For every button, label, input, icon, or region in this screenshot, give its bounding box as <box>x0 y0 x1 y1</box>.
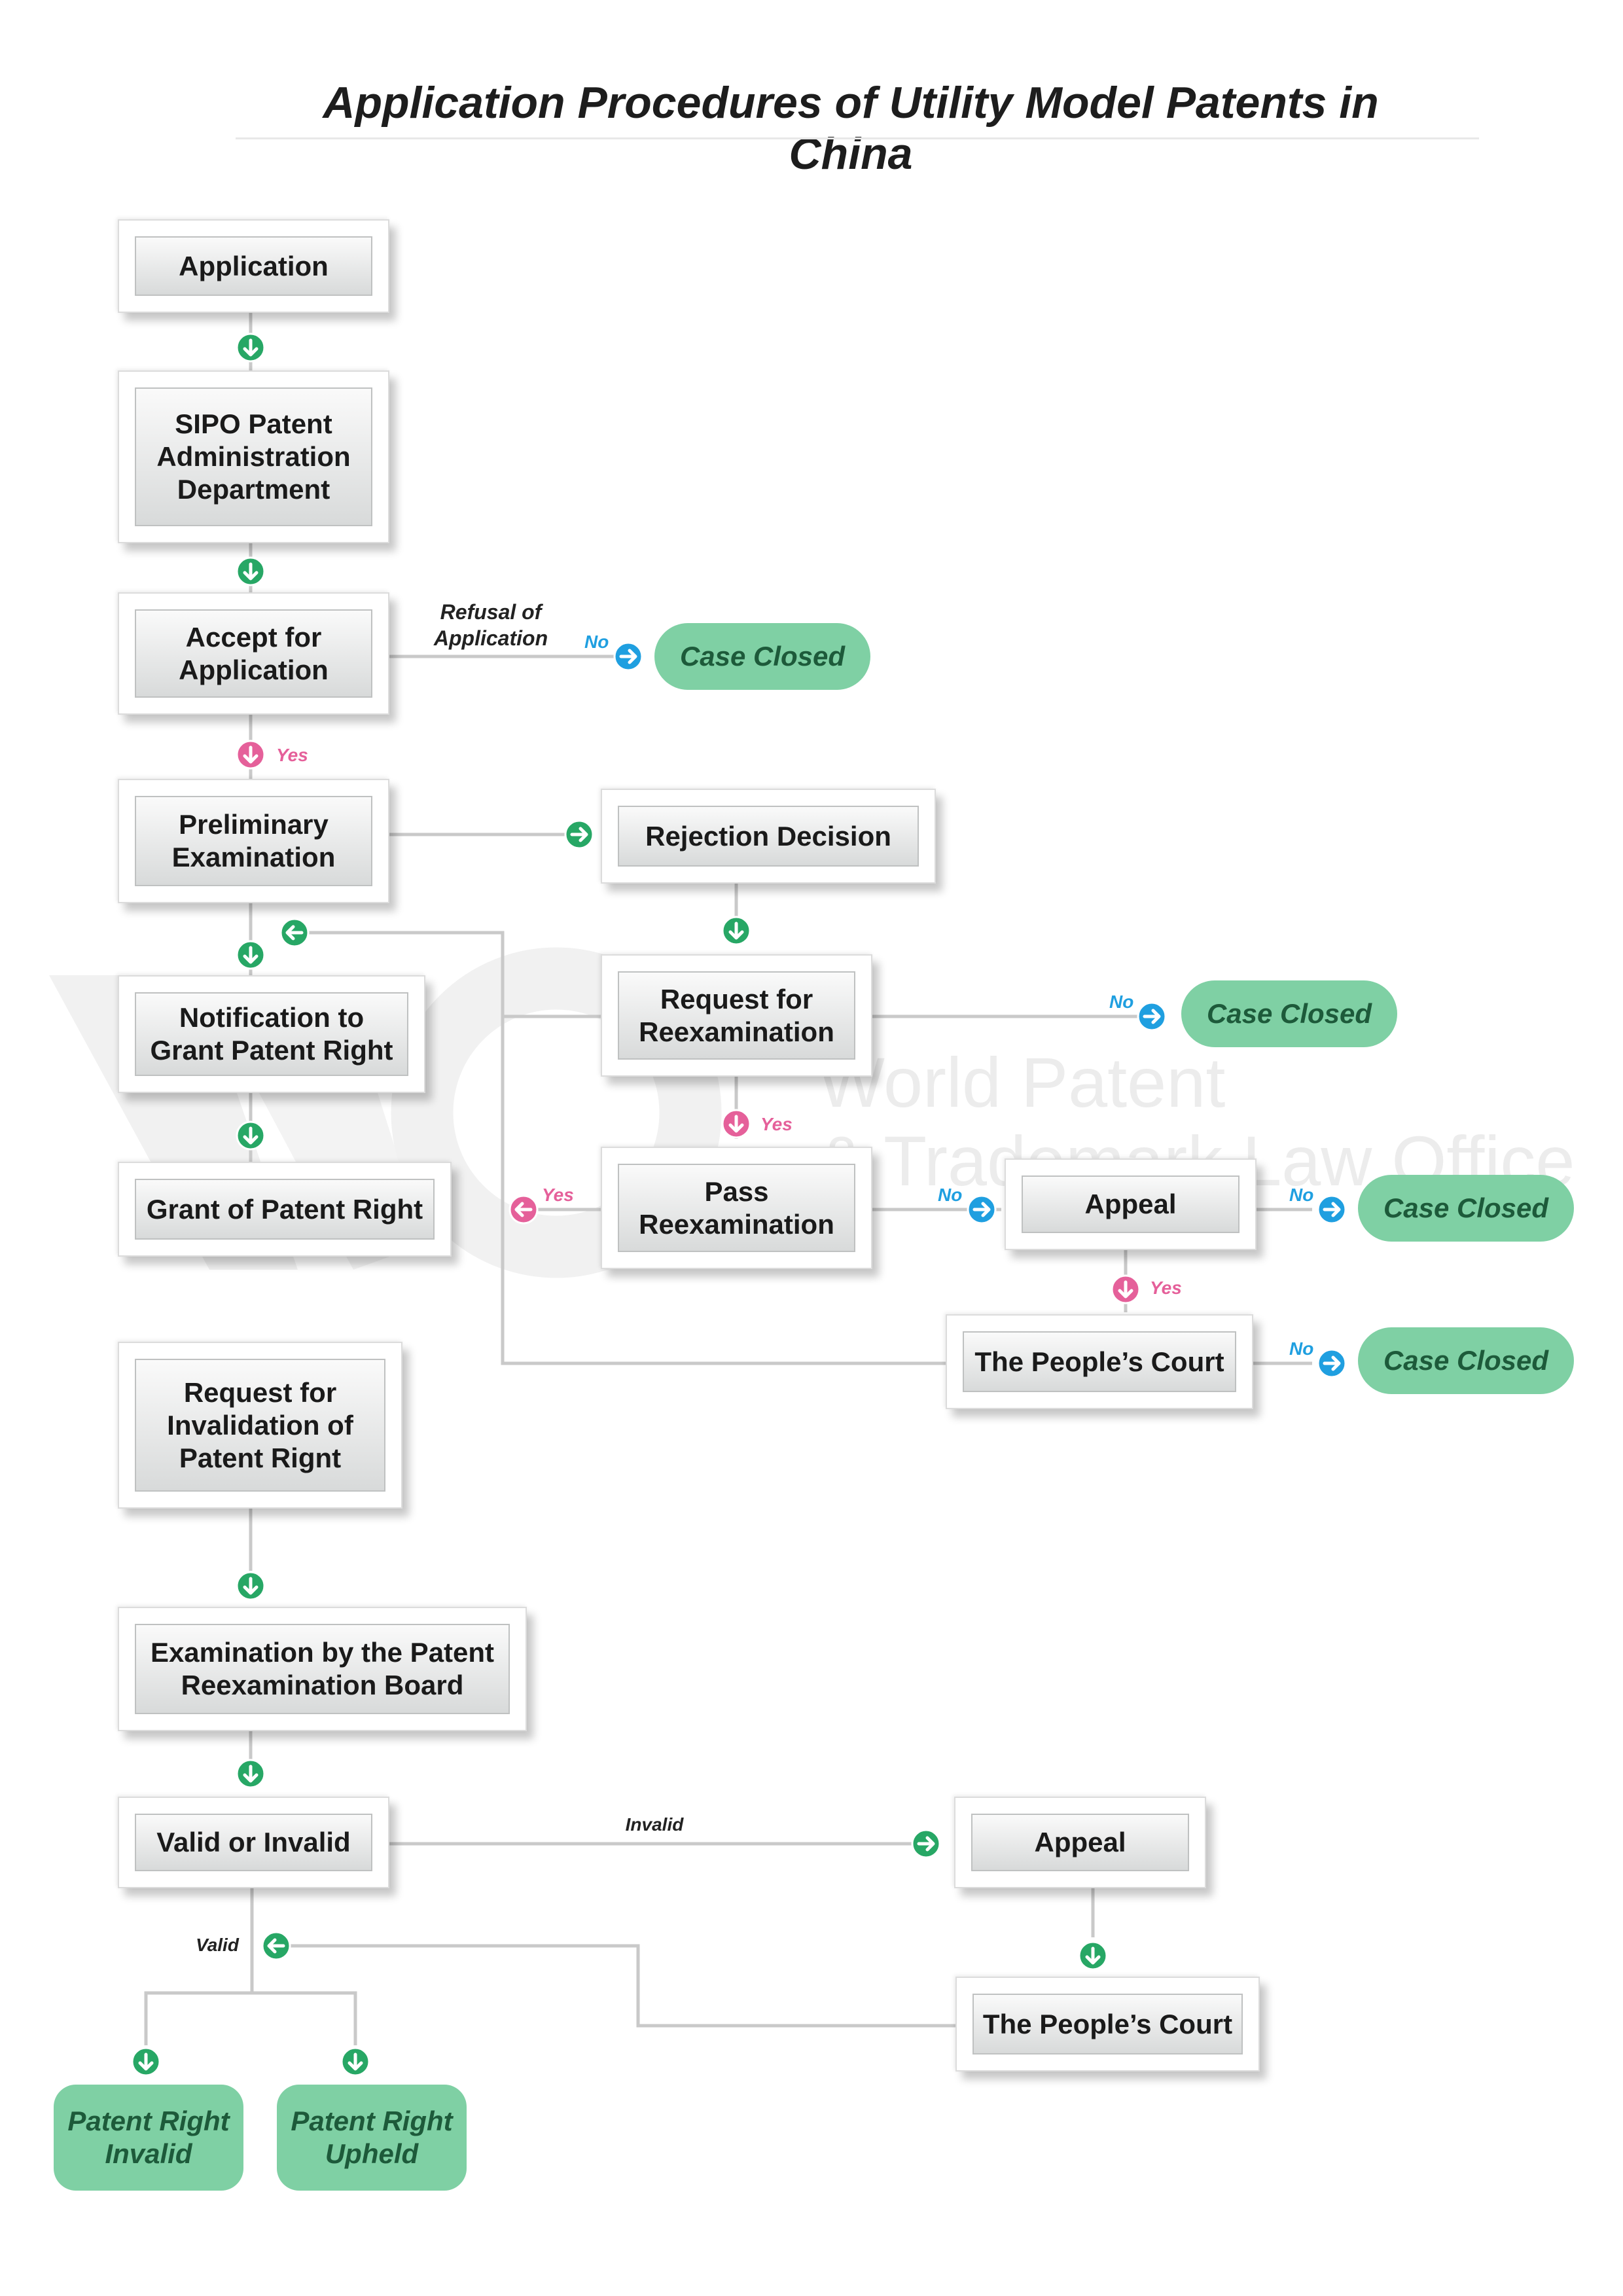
node-preliminary: Preliminary Examination <box>118 779 389 903</box>
node-grant: Grant of Patent Right <box>118 1162 452 1257</box>
node-rejection: Rejection Decision <box>601 789 936 884</box>
node-notification-label: Notification to Grant Patent Right <box>150 1002 393 1066</box>
label-valid: Valid <box>196 1935 239 1955</box>
terminal-case-closed-4: Case Closed <box>1358 1327 1574 1394</box>
arrow-down-icon <box>236 1759 266 1789</box>
node-court-1: The People’s Court <box>946 1314 1253 1409</box>
arrow-right-icon <box>564 819 594 850</box>
node-request-reexam-label: Request for Reexamination <box>639 983 834 1047</box>
terminal-case-closed-4-label: Case Closed <box>1383 1345 1549 1376</box>
arrow-right-icon <box>613 641 643 672</box>
node-appeal-2: Appeal <box>954 1797 1206 1888</box>
label-no-4: No <box>1289 1185 1314 1205</box>
arrow-right-icon <box>1137 1001 1167 1031</box>
edge-court2-return <box>288 1944 955 2028</box>
arrow-down-icon <box>1078 1941 1108 1971</box>
arrow-left-icon <box>508 1194 539 1225</box>
terminal-case-closed-2: Case Closed <box>1181 980 1397 1047</box>
node-sipo: SIPO Patent Administration Department <box>118 370 389 543</box>
node-request-reexam: Request for Reexamination <box>601 954 872 1077</box>
node-examination-board: Examination by the Patent Reexamination … <box>118 1607 527 1731</box>
label-no-2: No <box>1109 992 1134 1012</box>
arrow-right-icon <box>967 1194 997 1225</box>
arrow-down-icon <box>236 1121 266 1151</box>
node-rejection-label: Rejection Decision <box>645 820 891 852</box>
arrow-down-icon <box>721 1109 751 1139</box>
arrow-right-icon <box>1317 1194 1347 1225</box>
terminal-case-closed-1-label: Case Closed <box>679 641 846 672</box>
arrow-left-icon <box>279 918 310 948</box>
label-invalid: Invalid <box>625 1814 684 1835</box>
node-pass-reexam-label: Pass Reexamination <box>639 1175 834 1240</box>
terminal-case-closed-2-label: Case Closed <box>1206 998 1372 1029</box>
node-valid-invalid: Valid or Invalid <box>118 1797 389 1888</box>
title-divider <box>236 137 1479 139</box>
node-accept-label: Accept for Application <box>179 621 329 685</box>
edge-court-return <box>308 931 946 1365</box>
edge-split-left <box>144 1991 357 2045</box>
terminal-case-closed-1: Case Closed <box>654 623 870 690</box>
node-preliminary-label: Preliminary Examination <box>171 809 336 872</box>
node-pass-reexam: Pass Reexamination <box>601 1147 872 1269</box>
arrow-down-icon <box>236 740 266 770</box>
label-yes-1: Yes <box>276 745 308 765</box>
node-accept: Accept for Application <box>118 592 389 715</box>
node-sipo-label: SIPO Patent Administration Department <box>156 408 351 505</box>
node-request-invalidation-label: Request for Invalidation of Patent Rignt <box>167 1376 353 1473</box>
label-refusal: Refusal of Application <box>433 600 548 650</box>
arrow-down-icon <box>721 916 751 946</box>
node-valid-invalid-label: Valid or Invalid <box>156 1827 351 1857</box>
label-no-3: No <box>938 1185 963 1205</box>
arrow-down-icon <box>236 940 266 970</box>
node-court-1-label: The People’s Court <box>974 1346 1224 1377</box>
arrow-down-icon <box>1111 1274 1141 1304</box>
terminal-patent-upheld-label: Patent Right Upheld <box>291 2106 453 2169</box>
node-grant-label: Grant of Patent Right <box>146 1193 423 1225</box>
node-appeal-1: Appeal <box>1005 1158 1257 1250</box>
terminal-patent-invalid: Patent Right Invalid <box>54 2085 243 2191</box>
node-application-label: Application <box>179 250 329 281</box>
arrow-down-icon <box>131 2047 161 2077</box>
node-request-invalidation: Request for Invalidation of Patent Rignt <box>118 1342 402 1509</box>
arrow-right-icon <box>1317 1348 1347 1378</box>
terminal-patent-invalid-label: Patent Right Invalid <box>67 2106 230 2169</box>
node-examination-board-label: Examination by the Patent Reexamination … <box>150 1637 495 1700</box>
node-appeal-2-label: Appeal <box>1034 1827 1126 1857</box>
watermark-line-1: World Patent <box>818 1043 1226 1122</box>
arrow-down-icon <box>236 1571 266 1601</box>
node-application: Application <box>118 219 389 313</box>
label-no-1: No <box>584 632 609 652</box>
arrow-down-icon <box>236 556 266 586</box>
label-no-5: No <box>1289 1338 1314 1359</box>
arrow-left-icon <box>261 1931 291 1961</box>
terminal-case-closed-3-label: Case Closed <box>1383 1193 1549 1223</box>
terminal-case-closed-3: Case Closed <box>1358 1175 1574 1242</box>
node-court-2: The People’s Court <box>955 1977 1260 2072</box>
page-title: Application Procedures of Utility Model … <box>323 78 1379 179</box>
node-appeal-1-label: Appeal <box>1084 1189 1177 1219</box>
arrow-right-icon <box>911 1829 941 1859</box>
label-yes-2: Yes <box>760 1114 793 1134</box>
terminal-patent-upheld: Patent Right Upheld <box>277 2085 467 2191</box>
label-yes-3: Yes <box>542 1185 574 1205</box>
node-notification: Notification to Grant Patent Right <box>118 975 425 1093</box>
arrow-down-icon <box>340 2047 370 2077</box>
arrow-down-icon <box>236 332 266 363</box>
label-yes-4: Yes <box>1150 1278 1182 1298</box>
node-court-2-label: The People’s Court <box>982 2008 1233 2039</box>
